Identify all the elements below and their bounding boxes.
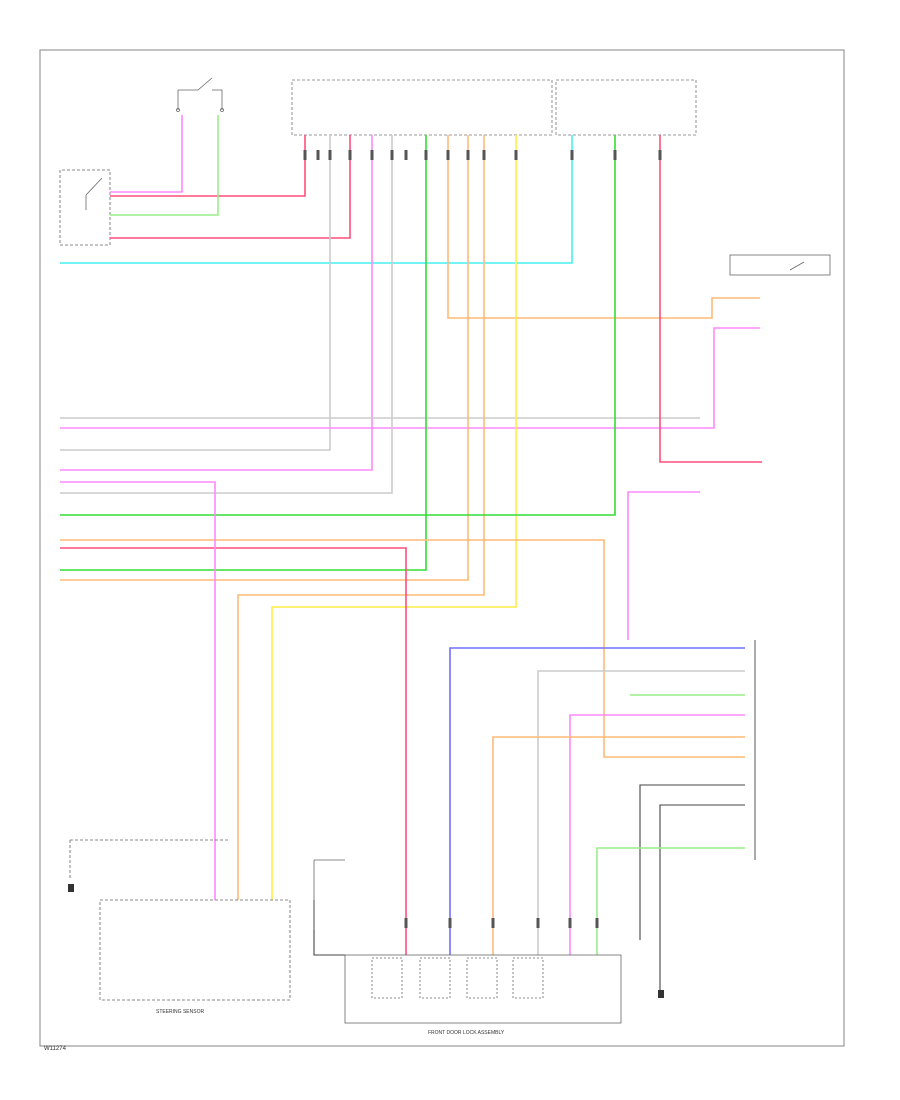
bottom-connector-pin-2	[491, 918, 495, 928]
connector-pin-0	[303, 150, 307, 160]
ground-symbol-bottom-right	[658, 990, 664, 998]
bottom-connector-pin-5	[595, 918, 599, 928]
wire-orange-12	[60, 135, 469, 581]
connector-pin-5	[390, 150, 394, 160]
wire-gray-5	[60, 135, 331, 451]
connector-pin-10	[482, 150, 486, 160]
diagram-frame	[39, 49, 845, 1047]
relay-switch-component	[176, 77, 224, 112]
door-lock-assembly-box	[313, 859, 622, 1024]
wire-orange-25	[492, 736, 745, 955]
wire-light_green-28	[596, 847, 745, 955]
wire-orange-10	[447, 135, 760, 319]
bottom-connector-pin-3	[536, 918, 540, 928]
wire-blue-21	[449, 647, 745, 955]
wire-gray-9	[60, 135, 393, 494]
connector-pin-7	[424, 150, 428, 160]
wire-orange-13	[237, 135, 485, 900]
wire-light_green-2	[110, 115, 219, 216]
bottom-connector-pin-0	[404, 918, 408, 928]
wire-dark-29	[313, 900, 345, 956]
connector-pin-1	[316, 150, 320, 160]
connector-pin-6	[404, 150, 408, 160]
connector-pin-11	[514, 150, 518, 160]
connector-pin-2	[328, 150, 332, 160]
door-lock-assembly-label: FRONT DOOR LOCK ASSEMBLY	[428, 1030, 505, 1036]
wire-gray-22	[537, 670, 745, 955]
connector-pin-14	[658, 150, 662, 160]
connector-pin-9	[466, 150, 470, 160]
steering-sensor-label: STEERING SENSOR	[156, 1009, 204, 1015]
wire-dark-27	[659, 804, 745, 990]
wire-green-11	[60, 135, 427, 571]
wire-pink-20	[627, 491, 700, 640]
wire-pink-0	[110, 115, 183, 193]
connector-pin-4	[370, 150, 374, 160]
wire-pink-7	[60, 327, 760, 429]
right-switch-component	[729, 254, 831, 276]
wire-pink-6	[60, 135, 373, 471]
wire-group	[60, 115, 762, 990]
junction-block	[291, 79, 553, 136]
wire-red-17	[60, 547, 407, 955]
connector-pin-12	[570, 150, 574, 160]
wire-red-1	[110, 135, 306, 197]
wire-red-16	[659, 135, 762, 463]
connector-pin-3	[348, 150, 352, 160]
connector-pin-8	[446, 150, 450, 160]
wire-green-15	[60, 135, 616, 516]
door-switch-left	[59, 169, 111, 246]
wire-cyan-4	[60, 135, 573, 264]
wire-pink-19	[60, 481, 216, 900]
wire-yellow-14	[271, 135, 517, 900]
wire-dark-26	[639, 784, 745, 940]
page-code: W11274	[44, 1046, 66, 1052]
bottom-connector-pin-1	[448, 918, 452, 928]
connector-pin-13	[613, 150, 617, 160]
steering-sensor-box	[69, 839, 291, 1001]
wire-red-3	[110, 135, 351, 239]
bottom-connector-pin-4	[568, 918, 572, 928]
ground-symbol-bottom-left	[68, 884, 74, 892]
relay-block-right	[555, 79, 697, 136]
wire-pink-24	[569, 714, 745, 955]
